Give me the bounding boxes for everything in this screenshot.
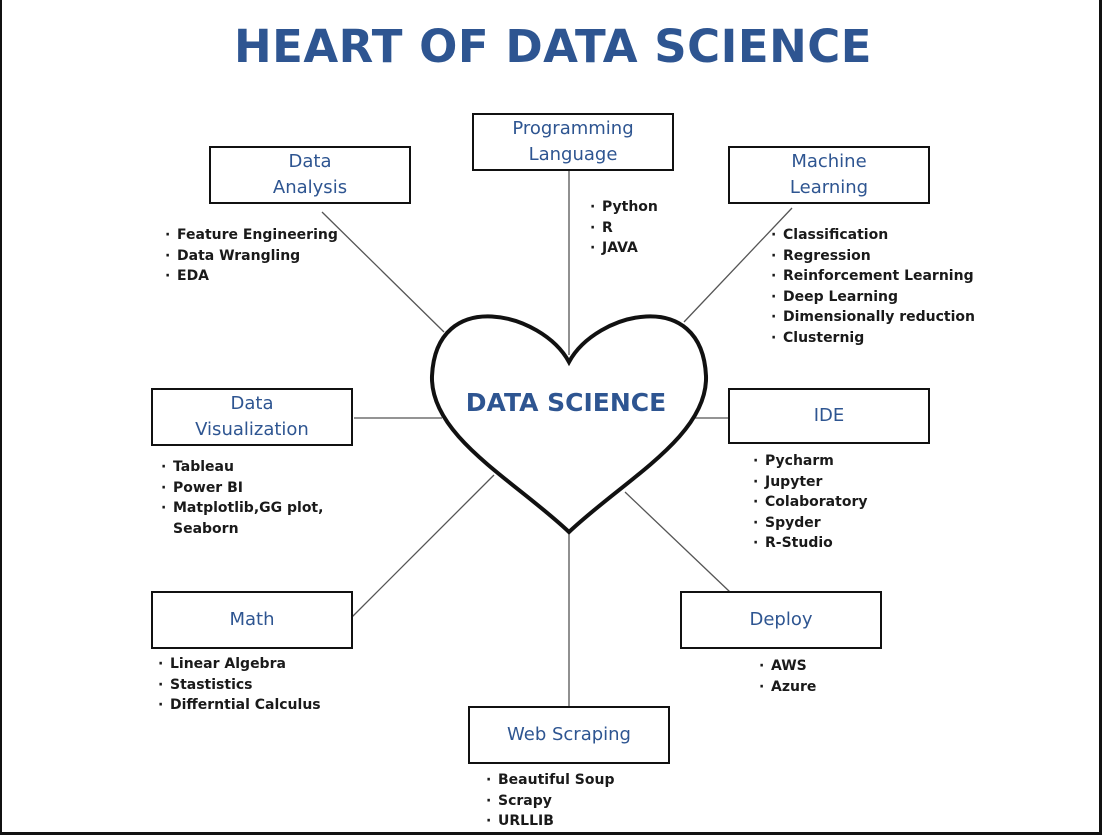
data-analysis-list: Feature Engineering Data Wrangling EDA	[165, 225, 338, 287]
list-item: Reinforcement Learning	[771, 266, 975, 287]
list-item: Colaboratory	[753, 492, 867, 513]
node-deploy: Deploy	[680, 591, 882, 649]
list-item: Deep Learning	[771, 287, 975, 308]
node-ide: IDE	[728, 388, 930, 444]
list-item-continuation: Seaborn	[173, 520, 239, 537]
heart-shape	[429, 314, 709, 535]
list-item: R	[590, 218, 658, 239]
node-label: Math	[229, 609, 275, 630]
list-item: Linear Algebra	[158, 654, 321, 675]
list-item: EDA	[165, 266, 338, 287]
node-label-line1: Data	[230, 393, 274, 414]
list-item: Power BI	[161, 478, 323, 499]
diagram-title: HEART OF DATA SCIENCE	[233, 20, 873, 73]
node-label: IDE	[813, 405, 845, 426]
list-item: Azure	[759, 677, 816, 698]
list-item: Clusternig	[771, 328, 975, 349]
list-item: Feature Engineering	[165, 225, 338, 246]
ide-list: Pycharm Jupyter Colaboratory Spyder R-St…	[753, 451, 867, 554]
node-label-line1: Programming	[512, 118, 634, 139]
node-label-line2: Visualization	[195, 419, 309, 440]
list-item: Tableau	[161, 457, 323, 478]
node-label-line1: Machine	[791, 151, 867, 172]
list-item: Dimensionally reduction	[771, 307, 975, 328]
list-item: Matplotlib,GG plot,	[161, 498, 323, 519]
connector-math	[351, 474, 495, 618]
list-item: Beautiful Soup	[486, 770, 615, 791]
list-item: Python	[590, 197, 658, 218]
list-item: R-Studio	[753, 533, 867, 554]
list-item: Pycharm	[753, 451, 867, 472]
machine-learning-list: Classification Regression Reinforcement …	[771, 225, 975, 348]
node-label: Web Scraping	[507, 724, 631, 745]
node-label-line1: Data	[288, 151, 332, 172]
list-item: Differntial Calculus	[158, 695, 321, 716]
data-visualization-list: Tableau Power BI Matplotlib,GG plot, Sea…	[161, 457, 323, 539]
list-item: Jupyter	[753, 472, 867, 493]
node-web-scraping: Web Scraping	[468, 706, 670, 764]
list-item: Spyder	[753, 513, 867, 534]
math-list: Linear Algebra Stastistics Differntial C…	[158, 654, 321, 716]
list-item: URLLIB	[486, 811, 615, 832]
programming-language-list: Python R JAVA	[590, 197, 658, 259]
web-scraping-list: Beautiful Soup Scrapy URLLIB	[486, 770, 615, 832]
list-item: Classification	[771, 225, 975, 246]
node-label: Deploy	[749, 609, 813, 630]
center-label: DATA SCIENCE	[465, 388, 667, 417]
list-item: Stastistics	[158, 675, 321, 696]
connector-analysis	[321, 211, 445, 333]
deploy-list: AWS Azure	[759, 656, 816, 697]
list-item: Data Wrangling	[165, 246, 338, 267]
list-item: Scrapy	[486, 791, 615, 812]
node-label-line2: Analysis	[272, 177, 348, 198]
connector-deploy	[624, 491, 731, 593]
list-item: Regression	[771, 246, 975, 267]
list-item: JAVA	[590, 238, 658, 259]
list-item: AWS	[759, 656, 816, 677]
node-label-line2: Learning	[789, 177, 869, 198]
node-math: Math	[151, 591, 353, 649]
node-label-line2: Language	[528, 144, 618, 165]
